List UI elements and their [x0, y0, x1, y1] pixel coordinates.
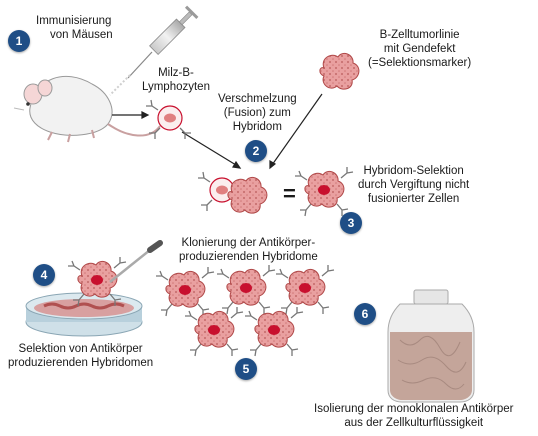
- tumor-label: B-Zelltumorlinie mit Gendefekt (=Selekti…: [368, 29, 472, 69]
- culture-bottle-icon: [387, 289, 475, 403]
- process-arrows: [112, 93, 323, 170]
- cloned-hybridomas: [155, 264, 335, 357]
- hybridoma-cell: [294, 166, 354, 217]
- milz-label: Milz-B- Lymphozyten: [142, 67, 210, 93]
- step-5-label: Klonierung der Antikörper- produzierende…: [179, 237, 318, 263]
- step-3-label: Hybridom-Selektion durch Vergiftung nich…: [358, 165, 470, 205]
- step-2-label: Verschmelzung (Fusion) zum Hybridom: [218, 93, 297, 133]
- pipette-icon: [109, 240, 163, 283]
- b-lymphocyte: [145, 99, 192, 140]
- step-1-label: Immunisierung von Mäusen: [36, 15, 113, 41]
- step-badge-1: 1: [8, 30, 30, 52]
- fusing-cells: [197, 171, 268, 214]
- syringe-icon: [109, 5, 199, 96]
- step-badge-3: 3: [340, 212, 362, 234]
- step-badge-4: 4: [33, 264, 55, 286]
- step-badge-2: 2: [245, 140, 267, 162]
- step-badge-5: 5: [235, 358, 257, 380]
- step-badge-6: 6: [354, 303, 376, 325]
- step-4-label: Selektion von Antikörper produzierenden …: [8, 343, 154, 369]
- equals-sign: =: [283, 181, 296, 206]
- mouse-icon: [13, 75, 161, 143]
- step-6-label: Isolierung der monoklonalen Antikörper a…: [314, 403, 514, 429]
- tumor-cell: [319, 52, 360, 90]
- petri-dish-icon: [25, 292, 143, 337]
